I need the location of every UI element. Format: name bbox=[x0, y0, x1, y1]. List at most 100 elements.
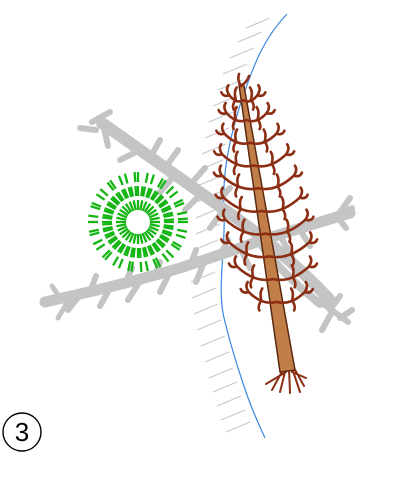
tree-branch bbox=[291, 288, 293, 300]
crown-dash bbox=[164, 220, 174, 221]
hatch-line bbox=[217, 396, 241, 406]
tree-branch bbox=[294, 166, 296, 176]
tree-branch bbox=[235, 130, 237, 142]
tree-branch bbox=[278, 186, 281, 196]
hatch-line bbox=[246, 18, 270, 28]
tree-branch bbox=[250, 88, 252, 100]
crown-dash bbox=[146, 173, 148, 183]
step-number-label: 3 bbox=[15, 417, 29, 447]
hatch-line bbox=[221, 410, 245, 420]
crown-dash bbox=[88, 216, 98, 217]
hatch-line bbox=[192, 288, 216, 298]
hatch-line bbox=[213, 382, 237, 392]
hatch-line bbox=[238, 32, 262, 42]
crown-dash bbox=[96, 194, 104, 200]
hatch-line bbox=[201, 336, 225, 346]
tree-branch bbox=[252, 265, 254, 277]
tree-branch bbox=[222, 124, 224, 134]
crown-dash bbox=[134, 200, 136, 210]
crown-dash bbox=[166, 250, 173, 257]
tree-branch bbox=[292, 265, 294, 277]
tree-branch bbox=[276, 124, 278, 134]
tree-branch bbox=[277, 174, 279, 186]
crown-dash bbox=[170, 192, 178, 198]
tree-branch bbox=[220, 166, 222, 176]
tree-branch bbox=[240, 197, 242, 209]
crown-dash bbox=[177, 212, 187, 214]
hatch-line bbox=[230, 48, 254, 58]
crown-dash bbox=[150, 224, 160, 226]
tree-branch bbox=[227, 85, 229, 95]
tree-branch bbox=[224, 103, 226, 113]
tree-branch bbox=[234, 164, 237, 174]
tree-branch bbox=[235, 186, 238, 196]
crown-dash bbox=[132, 262, 133, 272]
crown-dash bbox=[119, 176, 123, 185]
step-number-badge: 3 bbox=[3, 413, 41, 451]
tree-branch bbox=[235, 88, 237, 100]
tree-branch bbox=[251, 100, 254, 110]
crown-dash bbox=[119, 259, 123, 268]
tree-branch bbox=[271, 152, 273, 164]
crown-dash bbox=[141, 262, 142, 272]
tree-branch bbox=[292, 300, 295, 310]
tree-branch bbox=[235, 257, 237, 267]
crown-dash bbox=[146, 261, 148, 271]
tree-branch bbox=[235, 107, 237, 119]
tree-branch bbox=[283, 209, 286, 219]
crown-dash bbox=[177, 230, 187, 232]
tree-branch bbox=[259, 300, 262, 310]
hatch-line bbox=[209, 368, 233, 378]
tree-branch bbox=[236, 152, 238, 164]
crown-dash bbox=[113, 257, 118, 266]
tree-branch bbox=[286, 220, 288, 232]
tree-branch bbox=[246, 282, 248, 292]
crown-dash bbox=[100, 189, 108, 196]
crown-dash bbox=[135, 172, 136, 182]
hatch-line bbox=[226, 422, 250, 432]
tree-branch bbox=[300, 188, 302, 198]
tree-branch bbox=[286, 144, 288, 154]
tree-branch bbox=[233, 119, 236, 129]
crown-dash bbox=[178, 219, 188, 220]
crown-dash bbox=[116, 224, 126, 226]
crown-dash bbox=[162, 254, 168, 262]
hatch-line bbox=[223, 64, 247, 74]
hatch-line bbox=[205, 352, 229, 362]
crown-dash bbox=[134, 234, 136, 244]
tree-branch bbox=[237, 174, 239, 186]
crown-dash bbox=[140, 234, 142, 244]
tree-branch bbox=[250, 277, 253, 287]
crown-dash bbox=[150, 218, 160, 220]
crown-dash bbox=[102, 224, 112, 225]
crown-dash bbox=[89, 230, 99, 232]
tree-branch bbox=[258, 119, 261, 129]
tree-branch bbox=[265, 142, 268, 152]
crown-dash bbox=[96, 244, 104, 250]
hatch-line bbox=[197, 320, 221, 330]
crown-dash bbox=[93, 240, 102, 244]
tree-branch bbox=[264, 130, 266, 142]
crown-dash bbox=[176, 235, 186, 238]
tree-branch bbox=[257, 85, 259, 95]
crown-dash bbox=[116, 218, 126, 220]
crown-dash bbox=[140, 248, 141, 258]
tree-branch bbox=[267, 103, 269, 113]
crown-dash bbox=[125, 174, 128, 184]
tree-branch bbox=[258, 176, 294, 189]
crown-dash bbox=[151, 175, 154, 185]
hatch-line bbox=[194, 304, 218, 314]
crown-dash bbox=[140, 200, 142, 210]
tree-branch bbox=[254, 154, 286, 166]
crown-dash bbox=[90, 233, 100, 236]
tree-branch bbox=[309, 257, 311, 267]
tree-branch bbox=[241, 232, 244, 242]
tree-branch bbox=[272, 164, 275, 174]
tree-branch bbox=[309, 232, 311, 242]
tree-branch bbox=[305, 210, 307, 220]
green-crown bbox=[88, 172, 188, 272]
tree-branch bbox=[261, 288, 263, 300]
crown-dash bbox=[136, 186, 137, 196]
tree-branch bbox=[262, 198, 300, 212]
